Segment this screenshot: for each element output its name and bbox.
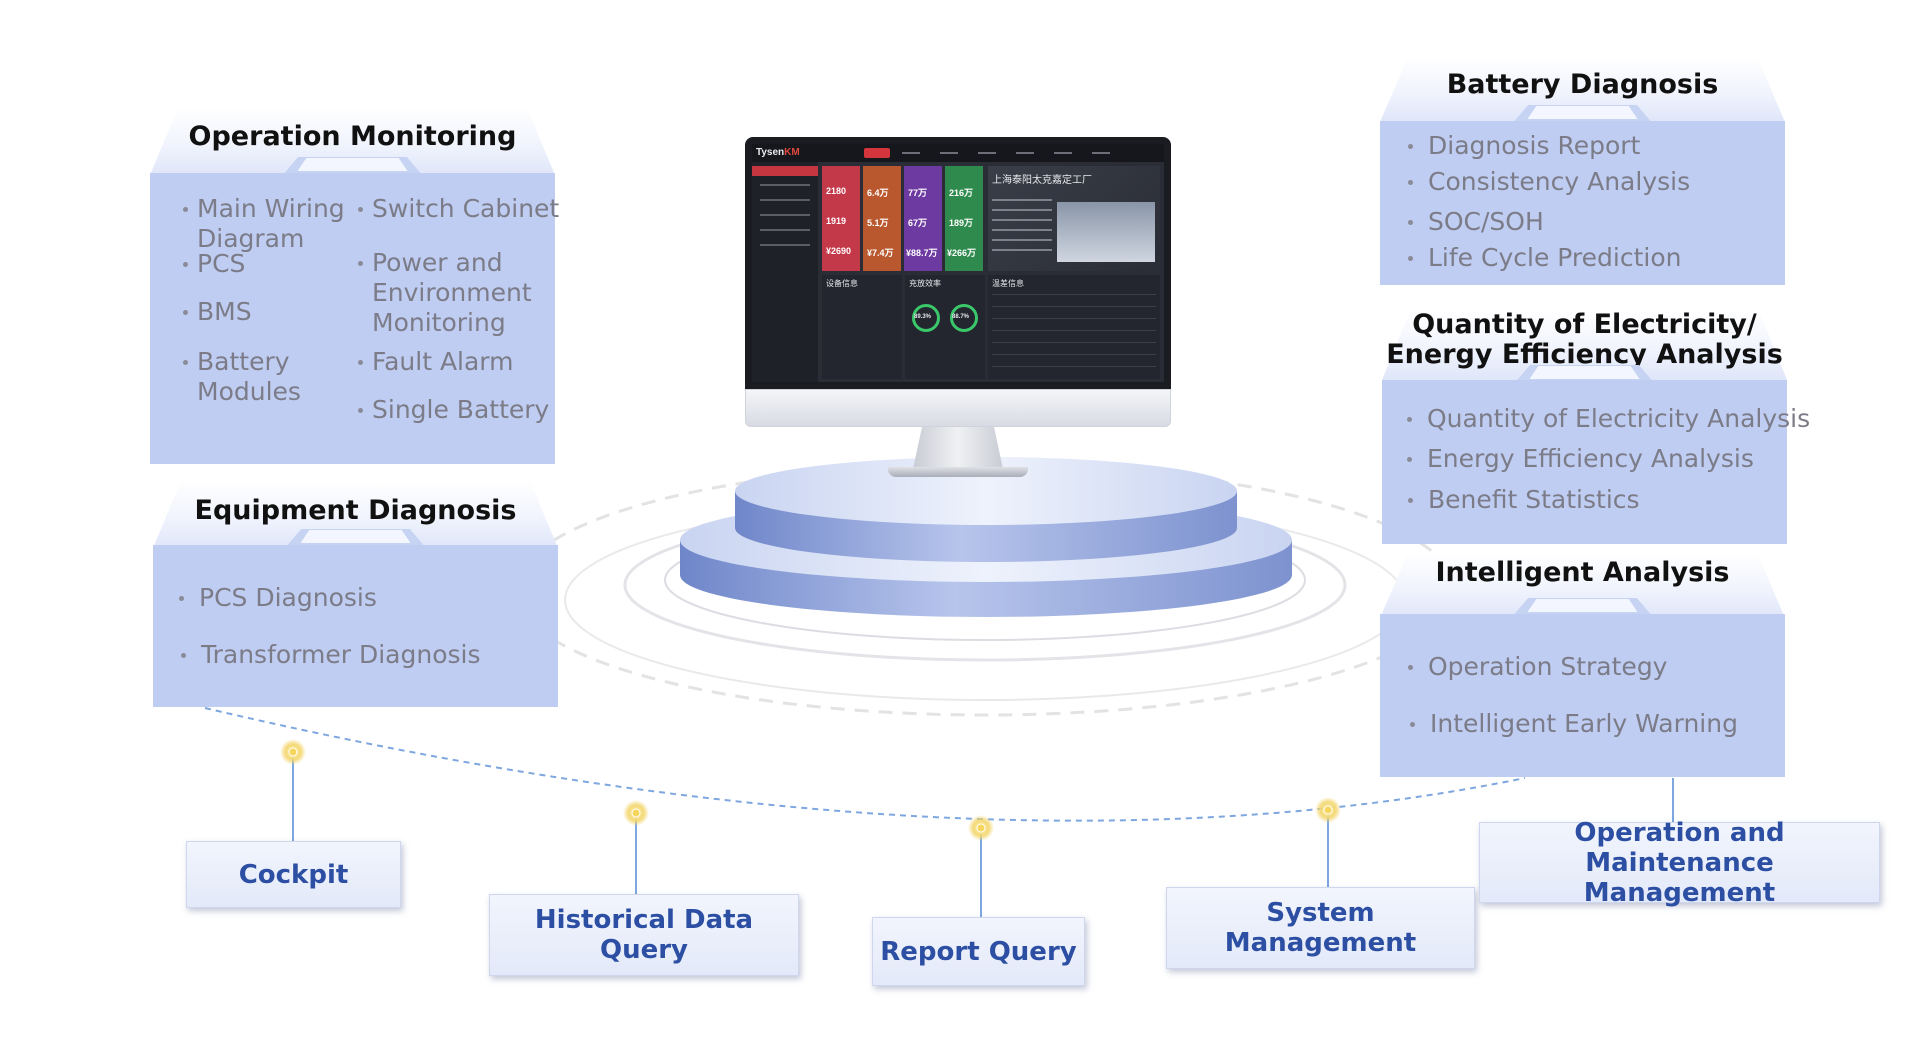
- list-item: Power and Environment Monitoring: [358, 248, 532, 338]
- gauge-1: [912, 304, 940, 332]
- list-item: Life Cycle Prediction: [1408, 243, 1681, 273]
- intelligent-analysis-title: Intelligent Analysis: [1435, 557, 1730, 588]
- connector-nodes: [280, 739, 1341, 841]
- kpi-card-2: [863, 166, 901, 271]
- list-item: Battery Modules: [183, 347, 301, 407]
- kpi-4-bot: ¥266万: [947, 248, 977, 258]
- electricity-efficiency-title: Quantity of Electricity/ Energy Efficien…: [1382, 310, 1787, 370]
- connector-lines: [292, 752, 1674, 922]
- screen-brand: Tysen: [756, 147, 785, 158]
- connector-arc: [204, 707, 1526, 822]
- kpi-3-top: 77万: [908, 188, 928, 198]
- list-item: Diagnosis Report: [1408, 131, 1640, 161]
- monitor-chin: [745, 389, 1171, 427]
- monitor-screen: TysenKM 2180 1919 ¥2690 6.4万 5.1万 ¥7.4万 …: [752, 144, 1164, 382]
- electricity-efficiency-title-line1: Quantity of Electricity/: [1412, 309, 1757, 340]
- gauge-2-value: 88.7%: [952, 314, 970, 320]
- panel-battery-diagnosis: Battery Diagnosis Diagnosis Report Consi…: [1380, 56, 1785, 285]
- list-item: Quantity of Electricity Analysis: [1407, 404, 1810, 434]
- screen-sidebar-items: [760, 184, 810, 254]
- kpi-2-bot: ¥7.4万: [867, 248, 894, 258]
- operation-maintenance-button[interactable]: Operation and Maintenance Management: [1479, 818, 1880, 908]
- panel-intelligent-analysis: Intelligent Analysis Operation Strategy …: [1380, 552, 1785, 777]
- monitor: TysenKM 2180 1919 ¥2690 6.4万 5.1万 ¥7.4万 …: [745, 137, 1171, 490]
- battery-diagnosis-title: Battery Diagnosis: [1446, 69, 1719, 100]
- historical-data-query-button[interactable]: Historical Data Query: [489, 894, 799, 976]
- kpi-2-top: 6.4万: [867, 188, 889, 198]
- monitor-base: [888, 467, 1028, 477]
- kpi-card-4: [945, 166, 983, 271]
- screen-section-label-2: 充放效率: [909, 279, 941, 288]
- equipment-diagnosis-title: Equipment Diagnosis: [194, 495, 517, 526]
- kpi-4-top: 216万: [949, 188, 974, 198]
- list-item: Intelligent Early Warning: [1410, 709, 1738, 739]
- kpi-3-bot: ¥88.7万: [906, 248, 938, 258]
- operation-monitoring-title: Operation Monitoring: [188, 121, 517, 152]
- panel-operation-monitoring: Operation Monitoring Main Wiring Diagram…: [150, 107, 559, 464]
- kpi-4-mid: 189万: [949, 218, 974, 228]
- list-item: PCS Diagnosis: [179, 583, 377, 613]
- kpi-3-mid: 67万: [908, 218, 928, 228]
- screen-section-1: [822, 275, 902, 379]
- list-item: Transformer Diagnosis: [181, 640, 480, 670]
- gauge-2: [950, 304, 978, 332]
- kpi-1-bot: ¥2690: [826, 246, 852, 256]
- gauge-1-value: 89.3%: [914, 314, 932, 320]
- list-item: Main Wiring Diagram: [183, 194, 345, 254]
- system-management-button[interactable]: System Management: [1166, 887, 1475, 969]
- cockpit-button[interactable]: Cockpit: [186, 841, 401, 908]
- kpi-2-mid: 5.1万: [867, 218, 889, 228]
- screen-table-rows: [992, 294, 1156, 374]
- screen-site-photo: [1057, 202, 1155, 262]
- kpi-1-mid: 1919: [826, 216, 847, 226]
- panel-electricity-efficiency: Quantity of Electricity/ Energy Efficien…: [1382, 310, 1810, 544]
- screen-nav-dots: [902, 152, 1122, 154]
- kpi-card-3: [904, 166, 942, 271]
- kpi-1-top: 2180: [826, 186, 847, 196]
- screen-sidebar-active: [752, 166, 818, 176]
- screen-site-lines: [992, 199, 1052, 259]
- list-item: Operation Strategy: [1408, 652, 1667, 682]
- list-item: Energy Efficiency Analysis: [1407, 444, 1754, 474]
- list-item: SOC/SOH: [1408, 207, 1544, 237]
- list-item: Consistency Analysis: [1408, 167, 1690, 197]
- list-item: Fault Alarm: [358, 347, 514, 377]
- list-item: Benefit Statistics: [1408, 485, 1640, 515]
- list-item: Switch Cabinet: [358, 194, 559, 224]
- kpi-card-1: [822, 166, 860, 271]
- screen-site-title: 上海泰阳太克嘉定工厂: [992, 175, 1092, 186]
- pedestal: [680, 457, 1292, 617]
- screen-brand-accent: KM: [784, 147, 800, 158]
- list-item: BMS: [183, 297, 252, 327]
- panel-equipment-diagnosis: Equipment Diagnosis PCS Diagnosis Transf…: [153, 480, 558, 707]
- screen-section-label-3: 温差信息: [992, 279, 1024, 288]
- screen-nav-active: [864, 148, 890, 158]
- screen-section-label-1: 设备信息: [826, 279, 858, 288]
- list-item: PCS: [183, 249, 245, 279]
- report-query-button[interactable]: Report Query: [872, 917, 1085, 986]
- list-item: Single Battery: [358, 395, 549, 425]
- monitor-stand: [913, 427, 1003, 469]
- electricity-efficiency-title-line2: Energy Efficiency Analysis: [1386, 339, 1783, 370]
